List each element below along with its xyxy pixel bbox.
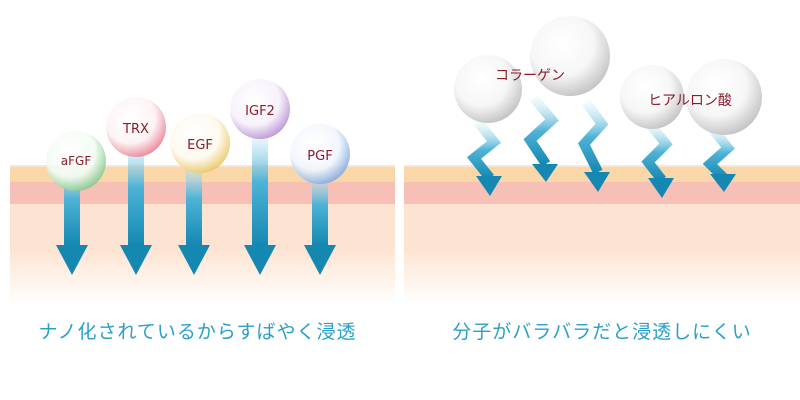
left-illustration: aFGF TRX EGF IGF2 PGF <box>10 79 395 305</box>
skin-pink-layer <box>404 182 800 204</box>
arrow-pgf <box>304 170 336 275</box>
molecule-label: aFGF <box>61 154 92 168</box>
arrow-igf2 <box>244 130 276 275</box>
molecule-label: EGF <box>187 138 213 153</box>
zigzag-arrow-3 <box>578 99 610 192</box>
zigzag-arrow-5 <box>702 124 736 192</box>
right-caption: 分子がバラバラだと浸透しにくい <box>452 321 752 343</box>
molecule-pgf: PGF <box>290 124 350 184</box>
zigzag-arrow-4 <box>641 120 674 198</box>
molecule-collagen-1 <box>454 55 522 123</box>
molecule-egf: EGF <box>170 113 230 173</box>
molecule-label: IGF2 <box>245 104 275 119</box>
molecule-hyaluronic-2 <box>686 59 762 135</box>
molecule-trx: TRX <box>106 97 166 157</box>
collagen-label: コラーゲン <box>495 68 565 84</box>
right-illustration: コラーゲン ヒアルロン酸 <box>404 16 800 305</box>
arrow-egf <box>178 160 210 275</box>
molecule-afgf: aFGF <box>46 131 106 191</box>
left-caption: ナノ化されているからすばやく浸透 <box>38 321 357 343</box>
left-panel: aFGF TRX EGF IGF2 PGF ナノ化されているからすばやく浸透 <box>0 0 395 400</box>
skin-pink-layer <box>10 182 395 204</box>
right-panel: コラーゲン ヒアルロン酸 分子がバラバラだと浸透しにくい <box>404 0 800 400</box>
arrow-trx <box>120 140 152 275</box>
zigzag-arrow-1 <box>466 118 502 196</box>
molecule-igf2: IGF2 <box>230 79 290 139</box>
molecule-label: PGF <box>307 149 332 164</box>
hyaluronic-acid-label: ヒアルロン酸 <box>648 93 732 109</box>
molecule-label: TRX <box>122 122 149 137</box>
molecule-hyaluronic-1 <box>620 65 684 129</box>
molecule-collagen-2 <box>530 16 610 96</box>
zigzag-arrow-2 <box>523 94 559 182</box>
